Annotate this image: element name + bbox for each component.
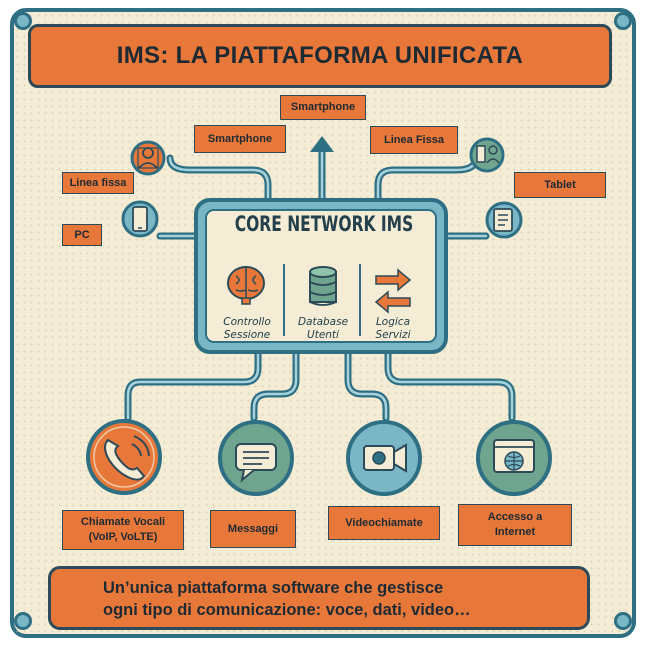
device-label-linea-fissa-left: Linea fissa bbox=[62, 172, 134, 194]
corner-bolt bbox=[14, 612, 32, 630]
device-label-tablet: Tablet bbox=[514, 172, 606, 198]
up-arrow-icon bbox=[310, 136, 334, 152]
corner-bolt bbox=[14, 12, 32, 30]
corner-bolt bbox=[614, 612, 632, 630]
globe-browser-icon bbox=[476, 420, 552, 496]
title-banner: IMS: LA PIATTAFORMA UNIFICATA bbox=[28, 24, 612, 88]
tablet-icon bbox=[485, 201, 523, 239]
service-label-chiamate: Chiamate Vocali(VoIP, VoLTE) bbox=[62, 510, 184, 550]
video-camera-icon bbox=[346, 420, 422, 496]
device-label-smartphone-top: Smartphone bbox=[280, 95, 366, 120]
page-title: IMS: LA PIATTAFORMA UNIFICATA bbox=[116, 42, 524, 69]
smartphone-icon bbox=[121, 200, 159, 238]
message-icon bbox=[218, 420, 294, 496]
footer-line-1: Un’unica piattaforma software che gestis… bbox=[103, 579, 444, 597]
core-network-title: CORE NETWORK IMS bbox=[234, 212, 414, 236]
footer-banner: Un’unica piattaforma software che gestis… bbox=[48, 566, 590, 630]
database-icon bbox=[309, 266, 337, 306]
device-label-smartphone: Smartphone bbox=[194, 125, 286, 153]
service-label-messaggi: Messaggi bbox=[210, 510, 296, 548]
footer-line-2: ogni tipo di comunicazione: voce, dati, … bbox=[103, 601, 471, 619]
corner-bolt bbox=[614, 12, 632, 30]
service-label-videochiamate: Videochiamate bbox=[328, 506, 440, 540]
device-label-linea-fissa: Linea Fissa bbox=[370, 126, 458, 154]
brain-icon bbox=[227, 266, 265, 305]
phone-icon bbox=[86, 419, 162, 495]
user-device-icon bbox=[130, 140, 166, 176]
device-label-pc: PC bbox=[62, 224, 102, 246]
arrows-icon bbox=[374, 268, 412, 314]
landline-phone-icon bbox=[469, 137, 505, 173]
